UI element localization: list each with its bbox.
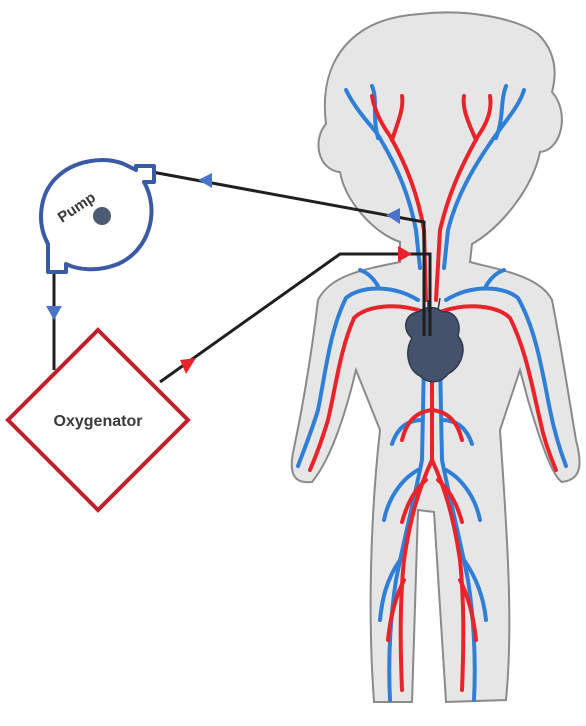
arrow-pump-down [46, 306, 62, 320]
arrow-drainage-1 [198, 173, 212, 188]
pump-hub [93, 207, 111, 225]
oxygenator-diamond-icon: Oxygenator [8, 330, 188, 510]
oxygenator-label: Oxygenator [54, 413, 143, 430]
centrifugal-pump-icon: Pump [41, 160, 154, 272]
